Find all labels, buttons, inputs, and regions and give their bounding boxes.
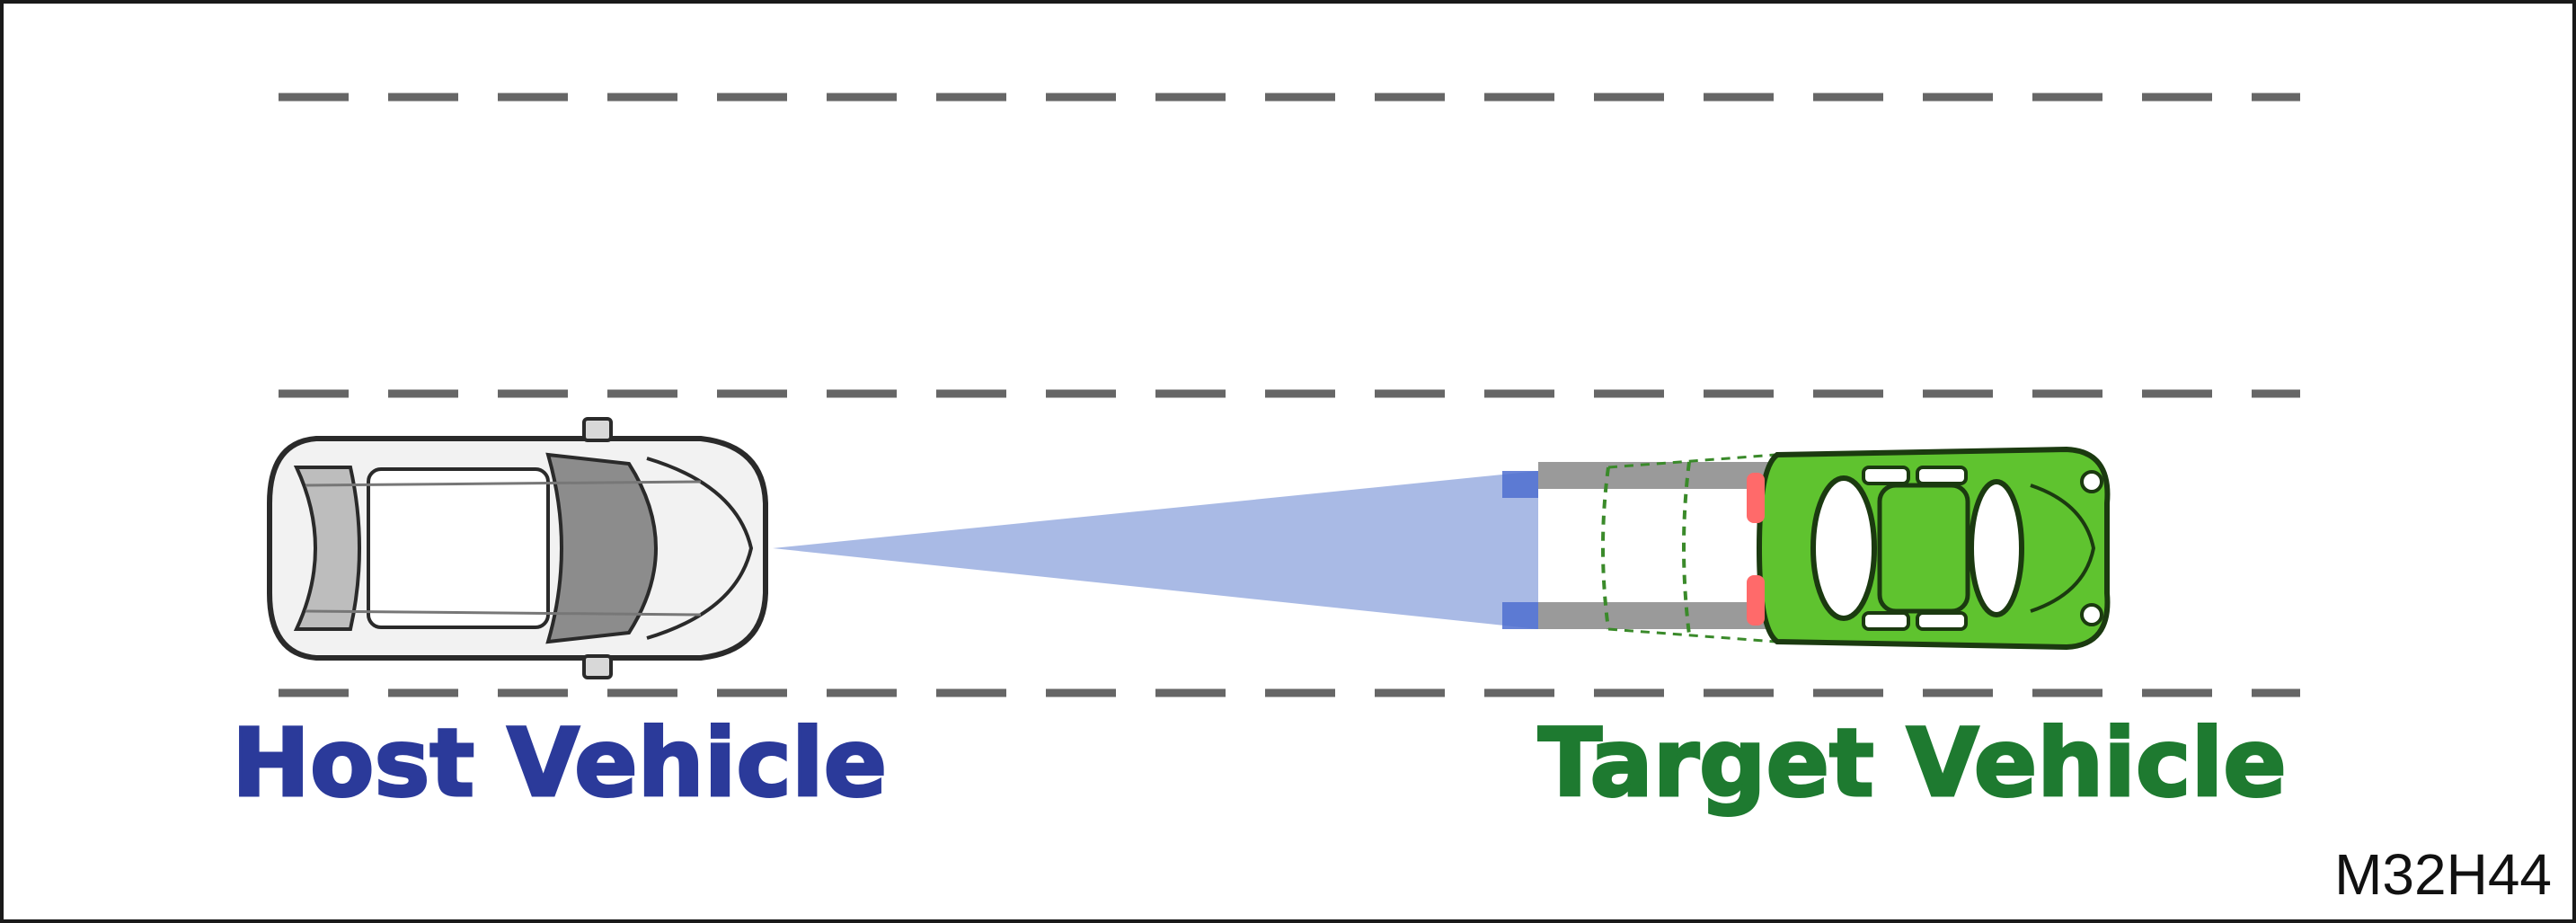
target-rear-window — [1810, 475, 1877, 621]
target-side-window-tl — [1862, 466, 1910, 485]
target-vehicle-label: Target Vehicle — [1538, 708, 2287, 818]
target-brake-light-bottom — [1747, 575, 1765, 626]
target-windshield — [1969, 479, 2024, 617]
host-rear-window — [293, 466, 361, 631]
ghost-outline-1 — [1601, 466, 1610, 630]
ghost-outline-3 — [1607, 452, 1789, 644]
target-headlight-top — [2080, 470, 2103, 493]
beam-edge-bottom — [1502, 602, 1538, 629]
target-roof — [1877, 483, 1970, 614]
beam-edge-top — [1502, 471, 1538, 498]
host-side-line-top — [305, 480, 702, 487]
host-vehicle-label: Host Vehicle — [232, 708, 887, 818]
host-mirror-top — [582, 417, 613, 442]
host-vehicle — [267, 417, 768, 679]
target-side-window-br — [1916, 611, 1968, 631]
sensor-beam-cone — [773, 471, 1538, 629]
target-side-window-tr — [1916, 466, 1968, 485]
ghost-outline-2 — [1682, 461, 1691, 635]
ghost-bar-bottom — [1538, 602, 1772, 629]
figure-code: M32H44 — [2334, 842, 2552, 907]
target-hood-lines — [2030, 484, 2096, 613]
target-side-window-bl — [1862, 611, 1910, 631]
target-ghost-positions — [1538, 452, 1789, 644]
host-mirror-bottom — [582, 654, 613, 679]
target-headlight-bottom — [2080, 603, 2103, 626]
lane-markings — [279, 93, 2300, 697]
host-windshield — [545, 452, 658, 644]
target-vehicle — [1747, 446, 2111, 651]
sensor-beam — [773, 471, 1538, 629]
host-hood — [646, 457, 754, 640]
ghost-bar-top — [1538, 462, 1772, 489]
target-brake-light-top — [1747, 473, 1765, 523]
host-roof — [367, 467, 550, 629]
host-side-line-bottom — [305, 609, 702, 617]
